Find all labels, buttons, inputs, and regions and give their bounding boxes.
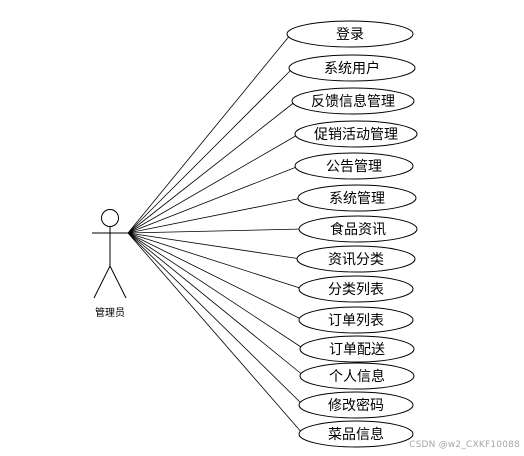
use-case: 系统管理 xyxy=(297,184,417,212)
use-case-ellipse xyxy=(298,391,414,419)
association-lines xyxy=(127,33,305,435)
association-line xyxy=(127,232,304,406)
use-case-label: 菜品信息 xyxy=(328,426,384,443)
use-case-ellipse xyxy=(286,20,414,48)
use-cases: 登录系统用户反馈信息管理促销活动管理公告管理系统管理食品资讯资讯分类分类列表订单… xyxy=(286,20,418,448)
use-case-ellipse xyxy=(291,87,415,115)
use-case: 系统用户 xyxy=(288,54,416,82)
use-case-ellipse xyxy=(299,362,415,390)
use-case: 分类列表 xyxy=(298,275,414,303)
association-line xyxy=(127,232,302,260)
use-case-ellipse xyxy=(298,420,414,448)
association-line xyxy=(127,67,294,234)
actor-head xyxy=(101,209,119,227)
use-case-label: 订单列表 xyxy=(328,313,384,329)
use-case: 个人信息 xyxy=(299,362,415,390)
use-case: 食品资讯 xyxy=(298,215,418,243)
actor-label: 管理员 xyxy=(95,306,125,319)
use-case-ellipse xyxy=(299,335,415,363)
use-case-label: 订单配送 xyxy=(329,342,385,358)
actor-left-leg xyxy=(93,265,111,299)
use-case: 资讯分类 xyxy=(296,245,416,273)
actor-administrator: 管理员 xyxy=(92,209,128,319)
use-case-ellipse xyxy=(298,275,414,303)
use-case: 订单配送 xyxy=(299,335,415,363)
use-case: 登录 xyxy=(286,20,414,48)
use-case-label: 食品资讯 xyxy=(330,221,386,238)
use-case: 促销活动管理 xyxy=(294,120,418,148)
association-line xyxy=(127,232,304,290)
use-case: 订单列表 xyxy=(298,306,414,334)
use-case: 公告管理 xyxy=(294,152,414,180)
use-case-label: 分类列表 xyxy=(328,282,384,298)
use-case-ellipse xyxy=(294,152,414,180)
association-line xyxy=(127,33,292,234)
association-line xyxy=(127,228,304,234)
use-case-label: 公告管理 xyxy=(326,159,382,175)
use-case-label: 个人信息 xyxy=(329,368,385,385)
association-line xyxy=(127,232,305,377)
watermark: CSDN @w2_CXKF10088 xyxy=(409,440,520,450)
use-case-label: 资讯分类 xyxy=(328,252,384,268)
association-line xyxy=(127,232,305,350)
association-line xyxy=(127,165,300,234)
use-case-label: 反馈信息管理 xyxy=(311,93,395,110)
use-case-label: 促销活动管理 xyxy=(314,127,398,143)
use-case-label: 登录 xyxy=(336,27,364,43)
association-line xyxy=(127,197,303,234)
use-case-ellipse xyxy=(298,306,414,334)
use-case: 修改密码 xyxy=(298,391,414,419)
use-case-ellipse xyxy=(297,184,417,212)
use-case-label: 系统用户 xyxy=(324,60,380,77)
use-case-label: 系统管理 xyxy=(329,191,385,207)
association-line xyxy=(127,133,300,234)
association-line xyxy=(127,232,304,435)
use-case-ellipse xyxy=(296,245,416,273)
association-line xyxy=(127,232,304,321)
use-case-ellipse xyxy=(294,120,418,148)
use-case: 菜品信息 xyxy=(298,420,414,448)
use-case-label: 修改密码 xyxy=(328,397,384,414)
use-case: 反馈信息管理 xyxy=(291,87,415,115)
actor-right-leg xyxy=(109,265,127,299)
use-case-ellipse xyxy=(298,215,418,243)
association-line xyxy=(127,100,297,234)
use-case-ellipse xyxy=(288,54,416,82)
